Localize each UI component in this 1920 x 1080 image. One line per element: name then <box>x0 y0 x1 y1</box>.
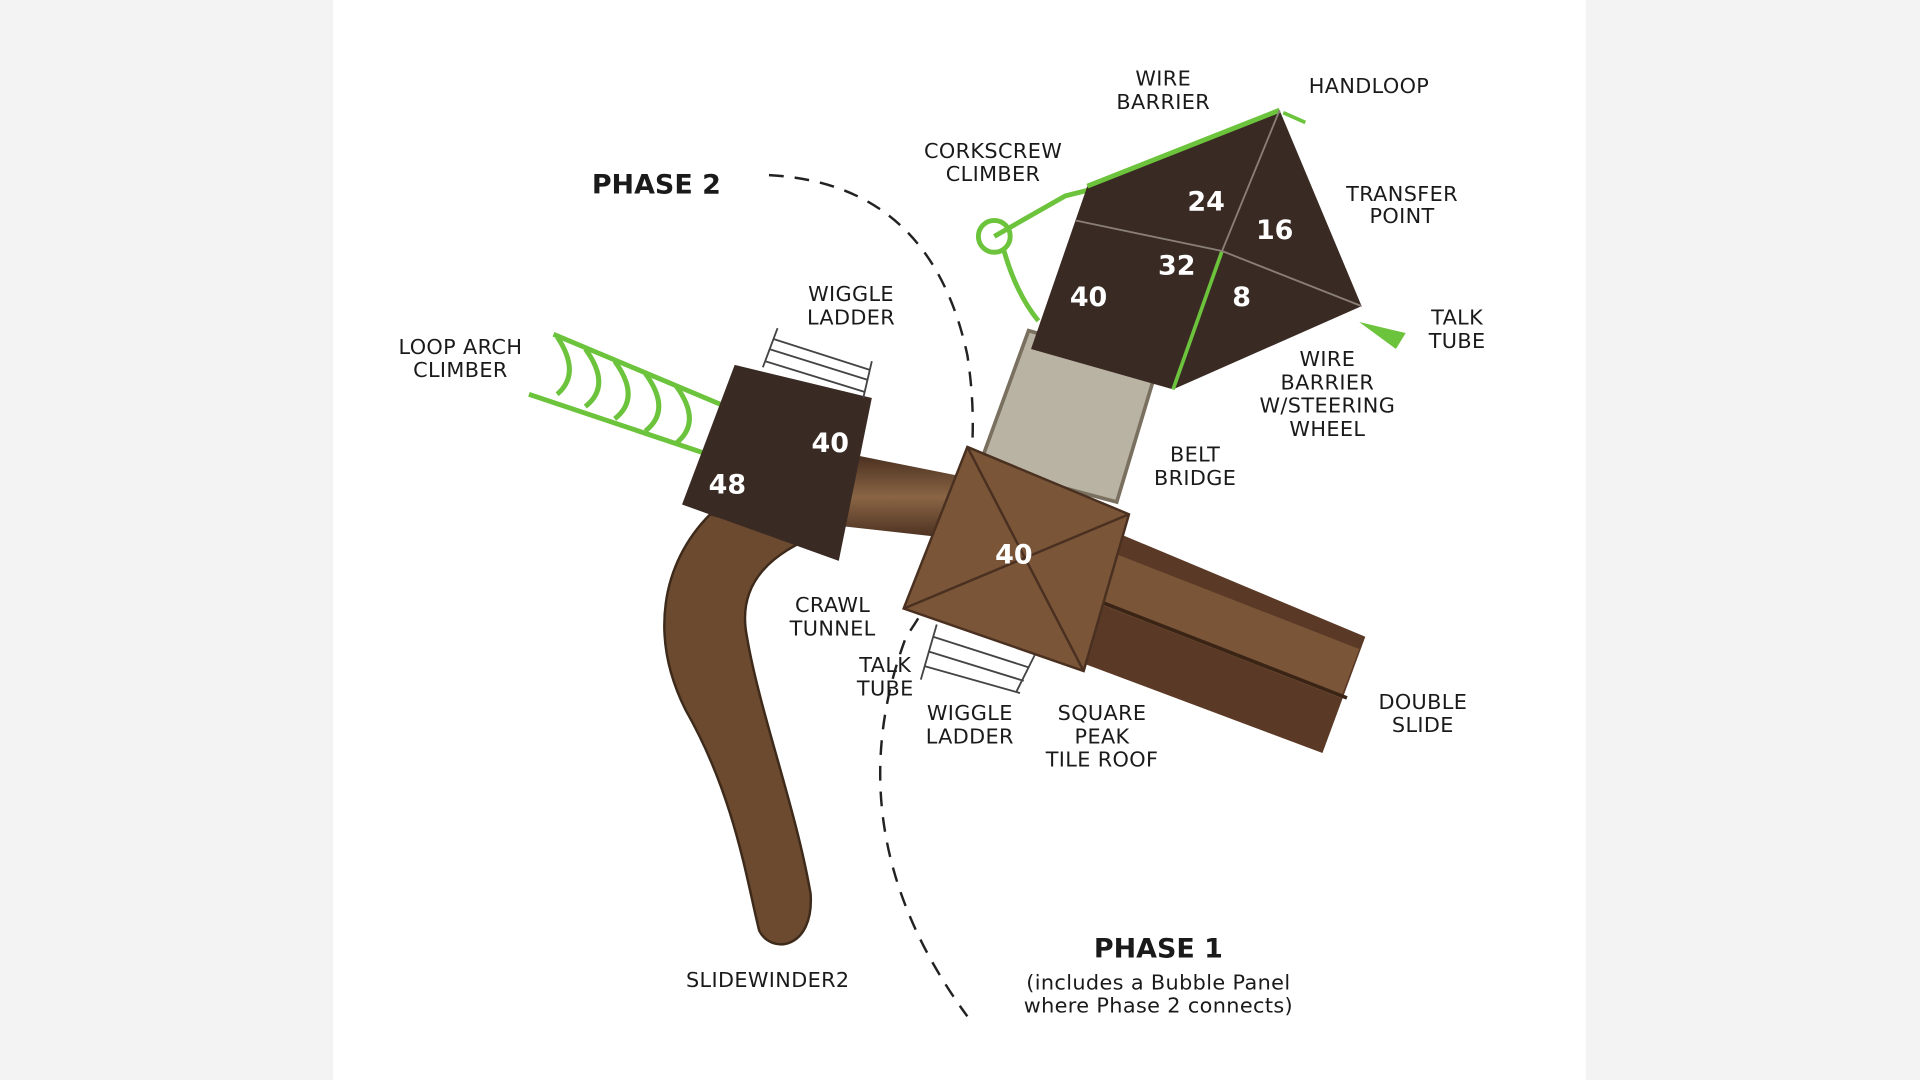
label-square-peak-tile-roof: SQUARE PEAK TILE ROOF <box>1045 701 1159 772</box>
deck-height-40-center: 40 <box>995 539 1032 570</box>
svg-text:CORKSCREW: CORKSCREW <box>924 139 1062 163</box>
svg-text:TRANSFER: TRANSFER <box>1345 182 1458 206</box>
svg-text:W/STEERING: W/STEERING <box>1260 394 1396 418</box>
svg-text:TUBE: TUBE <box>856 677 914 701</box>
svg-text:BARRIER: BARRIER <box>1116 90 1210 114</box>
svg-text:LADDER: LADDER <box>807 305 895 329</box>
svg-text:TALK: TALK <box>858 653 912 677</box>
svg-text:WHEEL: WHEEL <box>1289 417 1365 441</box>
phase-1-note: where Phase 2 connects) <box>1024 994 1293 1018</box>
label-wiggle-ladder-top: WIGGLE LADDER <box>807 282 895 329</box>
svg-text:LOOP ARCH: LOOP ARCH <box>398 335 522 359</box>
svg-text:TUNNEL: TUNNEL <box>789 617 876 641</box>
deck-height-32: 32 <box>1158 250 1195 281</box>
svg-text:PEAK: PEAK <box>1075 724 1131 748</box>
label-wire-barrier: WIRE BARRIER <box>1116 67 1210 114</box>
svg-text:BRIDGE: BRIDGE <box>1154 466 1236 490</box>
phase-1-note: (includes a Bubble Panel <box>1026 970 1290 994</box>
svg-text:TUBE: TUBE <box>1428 329 1486 353</box>
deck-height-48: 48 <box>709 469 746 500</box>
deck-height-40-left: 40 <box>811 428 848 459</box>
label-wire-barrier-steering-wheel: WIRE BARRIER W/STEERING WHEEL <box>1260 347 1396 441</box>
svg-text:WIRE: WIRE <box>1135 67 1191 91</box>
label-loop-arch-climber: LOOP ARCH CLIMBER <box>398 335 522 382</box>
label-talk-tube-bottom: TALK TUBE <box>856 653 914 701</box>
svg-text:WIRE: WIRE <box>1299 347 1355 371</box>
label-corkscrew-climber: CORKSCREW CLIMBER <box>924 139 1062 186</box>
svg-text:TALK: TALK <box>1430 305 1484 329</box>
svg-text:LADDER: LADDER <box>926 724 1014 748</box>
deck-height-24: 24 <box>1187 187 1224 218</box>
label-transfer-point: TRANSFER POINT <box>1345 182 1458 228</box>
svg-text:WIGGLE: WIGGLE <box>808 282 894 306</box>
label-double-slide: DOUBLE SLIDE <box>1378 690 1467 737</box>
svg-text:WIGGLE: WIGGLE <box>927 701 1013 725</box>
deck-left <box>682 364 872 561</box>
svg-text:SQUARE: SQUARE <box>1058 701 1147 725</box>
deck-height-40-top: 40 <box>1070 282 1107 313</box>
crawl-tunnel <box>844 455 968 539</box>
label-crawl-tunnel: CRAWL TUNNEL <box>789 593 876 640</box>
label-belt-bridge: BELT BRIDGE <box>1154 443 1236 490</box>
svg-text:SLIDE: SLIDE <box>1392 713 1454 737</box>
svg-text:DOUBLE: DOUBLE <box>1378 690 1467 714</box>
svg-text:CLIMBER: CLIMBER <box>946 162 1041 186</box>
svg-text:CRAWL: CRAWL <box>795 593 870 617</box>
loop-arch-climber <box>528 332 721 456</box>
square-peak-roof <box>902 445 1131 673</box>
svg-text:POINT: POINT <box>1369 204 1434 228</box>
svg-text:BELT: BELT <box>1170 443 1220 467</box>
wiggle-ladder-top <box>761 327 873 399</box>
corkscrew-climber <box>975 187 1091 323</box>
deck-top <box>1031 107 1406 391</box>
wiggle-ladder-bottom <box>919 624 1036 694</box>
svg-text:BARRIER: BARRIER <box>1280 370 1374 394</box>
svg-text:CLIMBER: CLIMBER <box>413 358 508 382</box>
deck-height-8: 8 <box>1232 282 1251 313</box>
label-handloop: HANDLOOP <box>1309 74 1430 98</box>
label-slidewinder: SLIDEWINDER2 <box>686 968 850 992</box>
label-wiggle-ladder-bottom: WIGGLE LADDER <box>926 701 1014 748</box>
slidewinder-slide <box>663 512 812 946</box>
double-slide <box>1077 526 1366 754</box>
label-talk-tube-right: TALK TUBE <box>1428 305 1486 353</box>
phase-2-title: PHASE 2 <box>592 169 721 200</box>
phase-1-title: PHASE 1 <box>1094 934 1223 965</box>
deck-height-16: 16 <box>1256 215 1293 246</box>
svg-text:TILE ROOF: TILE ROOF <box>1045 748 1159 772</box>
